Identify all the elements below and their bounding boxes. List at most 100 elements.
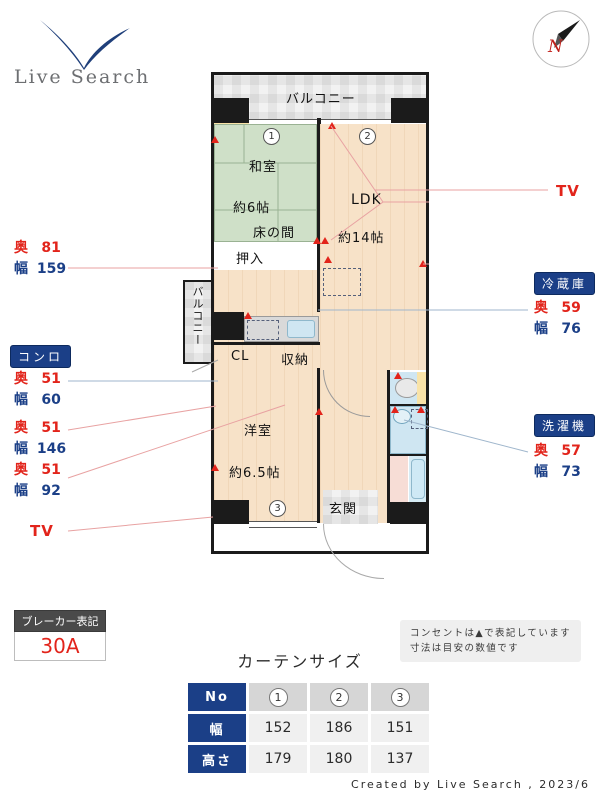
dim-shuno-depth: 奥 51 <box>14 459 61 479</box>
room-label-balcony-top: バルコニー <box>286 92 356 107</box>
width-value: 60 <box>41 392 61 408</box>
room-area-washitsu: 約6帖 <box>233 201 271 216</box>
room-label-balcony-side: バルコニー <box>191 286 204 346</box>
col-2: 2 <box>310 683 368 711</box>
room-dressing <box>390 456 408 502</box>
table-row-no: No 1 2 3 <box>188 683 429 711</box>
room-washitsu <box>214 124 317 242</box>
dim-reizouko-width: 幅 76 <box>534 318 581 338</box>
depth-label: 奥 <box>14 420 28 436</box>
depth-label: 奥 <box>14 240 28 256</box>
breaker-value: 30A <box>14 632 106 661</box>
door-swing-entrance-icon <box>323 524 384 579</box>
depth-label: 奥 <box>534 300 548 316</box>
curtain-size-table: No 1 2 3 幅 152 186 151 高さ 179 180 137 <box>185 680 432 776</box>
depth-value: 51 <box>41 420 61 436</box>
width-value: 73 <box>561 464 581 480</box>
room-genkan <box>323 490 378 524</box>
depth-label: 奥 <box>14 462 28 478</box>
dim-reizouko-depth: 奥 59 <box>534 297 581 317</box>
stove-icon <box>247 320 279 340</box>
dim-konro-depth: 奥 51 <box>14 368 61 388</box>
brand-logo: Live Search <box>10 18 200 98</box>
storage-label-shuno: 収納 <box>281 353 310 368</box>
depth-value: 81 <box>41 240 61 256</box>
height-1: 179 <box>249 745 307 773</box>
width-value: 146 <box>36 441 67 457</box>
room-balcony-side <box>183 280 213 364</box>
room-area-yoshitsu: 約6.5帖 <box>229 466 281 481</box>
width-value: 92 <box>41 483 61 499</box>
outlet-marker <box>321 237 329 244</box>
room-balcony-top <box>214 75 426 121</box>
outlet-marker <box>244 312 252 319</box>
room-area-ldk: 約14帖 <box>338 231 385 246</box>
compass-north-label: N <box>547 37 564 57</box>
brand-name: Live Search <box>14 66 151 88</box>
dim-oshiire-depth: 奥 81 <box>14 237 61 257</box>
dim-sentakuki-width: 幅 73 <box>534 461 581 481</box>
bathtub-icon <box>411 459 425 499</box>
room-label-yoshitsu: 洋室 <box>244 424 273 439</box>
stove-outline-icon <box>323 268 361 296</box>
breaker-info-box: ブレーカー表記 30A <box>14 610 106 661</box>
col-3: 3 <box>371 683 429 711</box>
footer-credit: Created by Live Search , 2023/6 <box>351 778 590 791</box>
compass-rose: N <box>530 8 592 70</box>
depth-value: 57 <box>561 443 581 459</box>
width-label: 幅 <box>14 441 28 457</box>
col-1: 1 <box>249 683 307 711</box>
outlet-marker <box>328 122 336 129</box>
badge-reizouko: 冷蔵庫 <box>534 272 596 295</box>
outlet-marker <box>211 464 219 471</box>
header-height: 高さ <box>188 745 246 773</box>
storage-label-cl: CL <box>231 349 250 364</box>
curtain-table-title: カーテンサイズ <box>237 652 363 671</box>
table-row-width: 幅 152 186 151 <box>188 714 429 742</box>
window-marker-3: 3 <box>269 500 286 517</box>
outlet-marker <box>211 136 219 143</box>
room-ldk <box>320 124 426 370</box>
outlet-marker <box>394 372 402 379</box>
note-line-1: コンセントは▲で表記しています <box>410 628 572 639</box>
width-value: 76 <box>561 321 581 337</box>
height-2: 180 <box>310 745 368 773</box>
breaker-title: ブレーカー表記 <box>14 610 106 632</box>
kitchen-sink-icon <box>287 320 315 338</box>
depth-value: 51 <box>41 462 61 478</box>
depth-value: 59 <box>561 300 581 316</box>
label-tv-left: TV <box>30 522 54 540</box>
room-label-tokonoma: 床の間 <box>253 226 296 241</box>
width-value: 159 <box>36 261 67 277</box>
legend-note-box: コンセントは▲で表記しています 寸法は目安の数値です <box>400 620 582 662</box>
header-no: No <box>188 683 246 711</box>
toilet-paper-holder-icon <box>417 372 426 404</box>
width-label: 幅 <box>534 321 548 337</box>
width-3: 151 <box>371 714 429 742</box>
label-tv-right: TV <box>556 182 580 200</box>
dim-cl-depth: 奥 51 <box>14 417 61 437</box>
toilet-icon <box>395 378 419 398</box>
outlet-marker <box>315 408 323 415</box>
window-marker-1: 1 <box>263 128 280 145</box>
outlet-marker <box>419 260 427 267</box>
width-2: 186 <box>310 714 368 742</box>
width-label: 幅 <box>14 483 28 499</box>
badge-konro: コンロ <box>10 345 72 368</box>
room-label-ldk: LDK <box>351 192 382 208</box>
dim-konro-width: 幅 60 <box>14 389 61 409</box>
outlet-marker <box>391 406 399 413</box>
width-label: 幅 <box>534 464 548 480</box>
width-label: 幅 <box>14 261 28 277</box>
height-3: 137 <box>371 745 429 773</box>
note-line-2: 寸法は目安の数値です <box>410 643 520 654</box>
badge-sentakuki: 洗濯機 <box>534 414 596 437</box>
room-label-washitsu: 和室 <box>249 160 278 175</box>
dim-oshiire-width: 幅 159 <box>14 258 66 278</box>
dim-shuno-width: 幅 92 <box>14 480 61 500</box>
depth-value: 51 <box>41 371 61 387</box>
width-label: 幅 <box>14 392 28 408</box>
outlet-marker <box>324 256 332 263</box>
width-1: 152 <box>249 714 307 742</box>
dim-cl-width: 幅 146 <box>14 438 66 458</box>
